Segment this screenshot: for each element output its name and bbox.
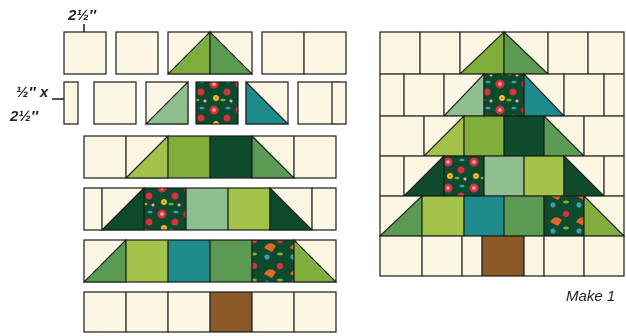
cream-strip xyxy=(332,82,346,124)
cream-square xyxy=(116,32,158,74)
cream-square xyxy=(94,82,136,124)
cream-square xyxy=(64,32,106,74)
row-6-strip xyxy=(84,292,336,332)
row-2-units xyxy=(64,82,346,124)
tree-trunk xyxy=(482,236,524,276)
row-1-units xyxy=(64,32,346,74)
strip-size-label-line1: ½″ x xyxy=(16,84,49,101)
half-square-triangle xyxy=(246,82,288,124)
row-3-strip xyxy=(84,136,336,178)
square-size-label: 2½″ xyxy=(67,7,97,24)
half-square-triangle xyxy=(210,32,252,74)
row-5-strip xyxy=(84,240,336,282)
trunk-square xyxy=(210,292,252,332)
make-count-label: Make 1 xyxy=(566,288,615,305)
strip-size-label-line2: 2½″ xyxy=(9,108,39,125)
cream-square xyxy=(304,32,346,74)
finished-tree-block xyxy=(380,32,624,276)
floral-square xyxy=(196,82,238,124)
cream-strip xyxy=(64,82,78,124)
row-4-strip xyxy=(84,188,336,230)
cream-square xyxy=(262,32,304,74)
half-square-triangle xyxy=(168,32,210,74)
half-square-triangle xyxy=(146,82,188,124)
